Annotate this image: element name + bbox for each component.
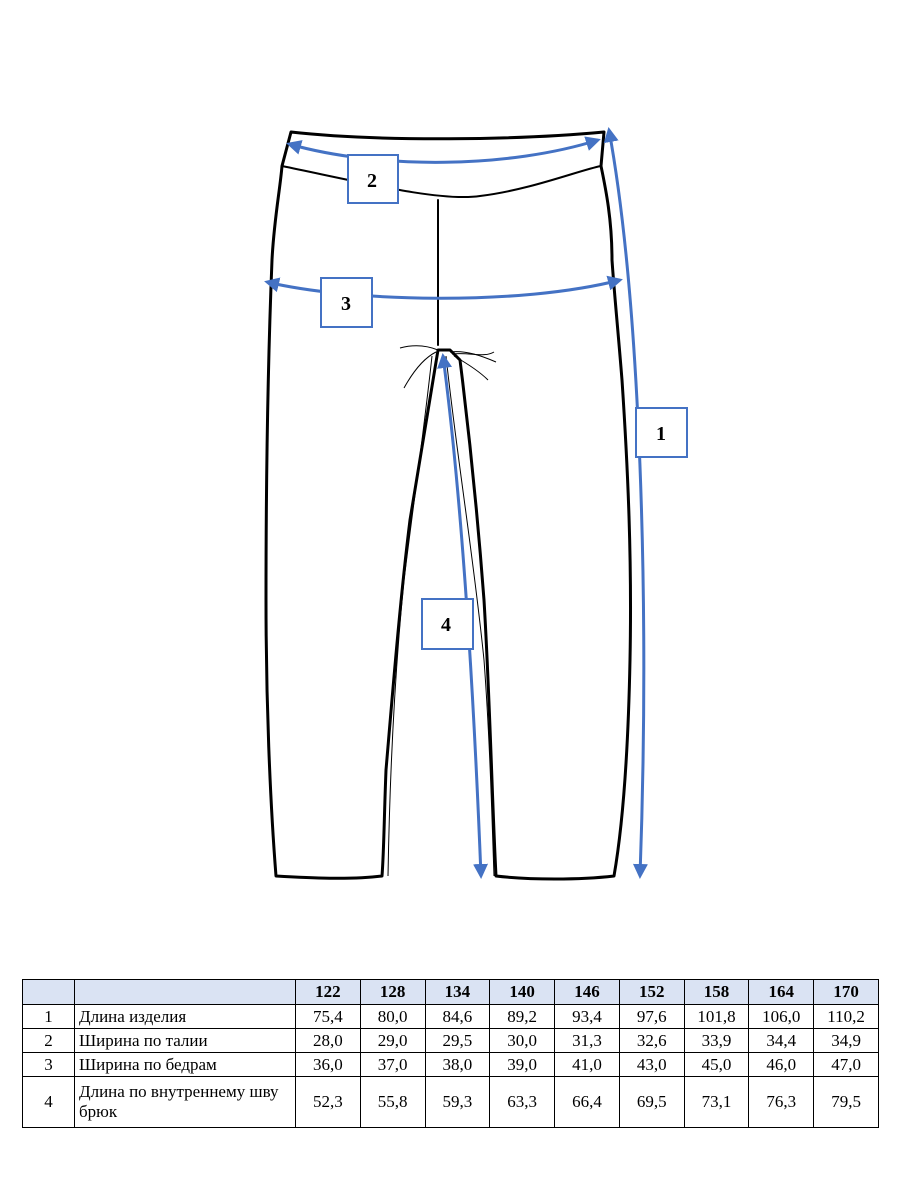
inseam-measure: 4 [421,353,489,879]
cell-value: 29,0 [359,1028,426,1053]
cell-value: 39,0 [489,1052,556,1077]
size-col: 158 [683,979,750,1005]
cell-value: 110,2 [813,1004,879,1029]
row-name: Длина изделия [74,1004,296,1029]
size-table: 122 128 134 140 146 152 158 164 170 1 Дл… [22,979,879,1128]
size-col: 146 [554,979,620,1005]
trousers-outline [264,130,633,881]
cell-value: 34,9 [813,1028,879,1053]
cell-value: 43,0 [618,1052,685,1077]
cell-value: 75,4 [295,1004,361,1029]
row-number: 3 [22,1052,75,1077]
cell-value: 33,9 [683,1028,750,1053]
size-col: 170 [813,979,879,1005]
label-box-3 [320,277,373,328]
cell-value: 37,0 [359,1052,426,1077]
label-1: 1 [656,423,666,445]
row-name: Длина по внутреннему шву брюк [74,1076,296,1128]
cell-value: 73,1 [683,1076,750,1128]
cell-value: 66,4 [554,1076,620,1128]
cell-value: 46,0 [748,1052,815,1077]
cell-value: 31,3 [554,1028,620,1053]
label-4: 4 [441,614,451,636]
cell-value: 84,6 [424,1004,491,1029]
cell-value: 52,3 [295,1076,361,1128]
label-box-4 [421,598,474,650]
table-row: 2 Ширина по талии 28,0 29,0 29,5 30,0 31… [22,1028,879,1053]
cell-value: 93,4 [554,1004,620,1029]
hips-measure: 3 [264,275,623,328]
cell-value: 80,0 [359,1004,426,1029]
cell-value: 101,8 [683,1004,750,1029]
trousers-diagram: 2 3 1 4 [264,127,688,881]
length-measure: 1 [603,127,688,879]
cell-value: 29,5 [424,1028,491,1053]
cell-value: 45,0 [683,1052,750,1077]
row-name: Ширина по бедрам [74,1052,296,1077]
cell-value: 32,6 [618,1028,685,1053]
size-header-row: 122 128 134 140 146 152 158 164 170 [22,979,879,1005]
cell-value: 30,0 [489,1028,556,1053]
row-name: Ширина по талии [74,1028,296,1053]
cell-value: 41,0 [554,1052,620,1077]
label-box-2 [347,154,399,204]
header-blank-name [74,979,296,1005]
size-col: 140 [489,979,556,1005]
cell-value: 38,0 [424,1052,491,1077]
header-blank-no [22,979,75,1005]
size-col: 152 [618,979,685,1005]
table-row: 1 Длина изделия 75,4 80,0 84,6 89,2 93,4… [22,1004,879,1029]
label-box-1 [635,407,688,458]
row-number: 4 [22,1076,75,1128]
size-col: 128 [359,979,426,1005]
row-number: 2 [22,1028,75,1053]
cell-value: 76,3 [748,1076,815,1128]
cell-value: 59,3 [424,1076,491,1128]
size-col: 134 [424,979,491,1005]
cell-value: 36,0 [295,1052,361,1077]
cell-value: 97,6 [618,1004,685,1029]
size-col: 164 [748,979,815,1005]
size-col: 122 [295,979,361,1005]
cell-value: 63,3 [489,1076,556,1128]
row-number: 1 [22,1004,75,1029]
table-row: 4 Длина по внутреннему шву брюк 52,3 55,… [22,1076,879,1128]
cell-value: 55,8 [359,1076,426,1128]
cell-value: 89,2 [489,1004,556,1029]
label-3: 3 [341,293,351,315]
label-2: 2 [367,170,377,192]
waist-measure: 2 [286,136,601,204]
cell-value: 28,0 [295,1028,361,1053]
cell-value: 79,5 [813,1076,879,1128]
cell-value: 47,0 [813,1052,879,1077]
table-row: 3 Ширина по бедрам 36,0 37,0 38,0 39,0 4… [22,1052,879,1077]
cell-value: 106,0 [748,1004,815,1029]
cell-value: 69,5 [618,1076,685,1128]
cell-value: 34,4 [748,1028,815,1053]
